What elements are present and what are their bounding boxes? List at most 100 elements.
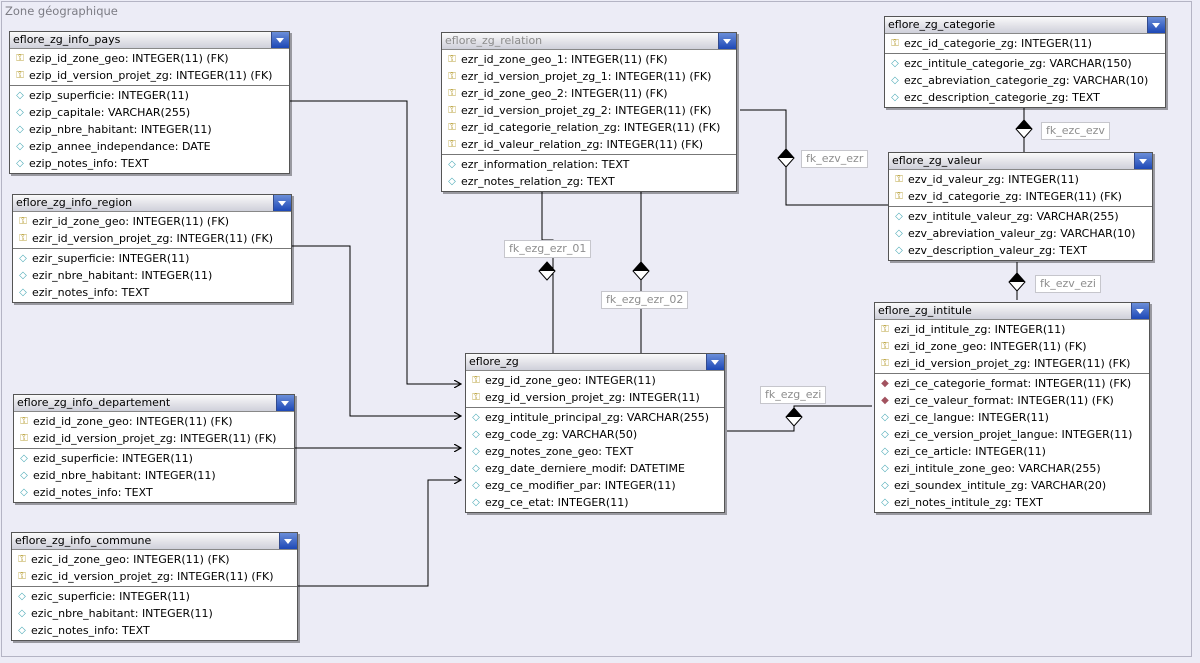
field-row[interactable]: ◇ezc_abreviation_categorie_zg: VARCHAR(1… — [885, 72, 1165, 89]
label-fk-ezg-ezr-02[interactable]: fk_ezg_ezr_02 — [601, 291, 689, 309]
field-row[interactable]: ◇ezid_nbre_habitant: INTEGER(11) — [14, 467, 294, 484]
field-row[interactable]: ⚿ezr_id_version_projet_zg_2: INTEGER(11)… — [442, 102, 736, 119]
field-row[interactable]: ⚿ezr_id_valeur_relation_zg: INTEGER(11) … — [442, 136, 736, 153]
table-title: eflore_zg_valeur — [892, 154, 982, 167]
table-eflore-zg-valeur[interactable]: eflore_zg_valeur ⚿ezv_id_valeur_zg: INTEG… — [888, 152, 1153, 261]
field-row[interactable]: ◇ezi_intitule_zone_geo: VARCHAR(255) — [875, 460, 1149, 477]
field-row[interactable]: ◇ezip_capitale: VARCHAR(255) — [10, 104, 289, 121]
field-row[interactable]: ◇ezg_intitule_principal_zg: VARCHAR(255) — [466, 409, 724, 426]
field-row[interactable]: ⚿ezid_id_zone_geo: INTEGER(11) (FK) — [14, 413, 294, 430]
key-icon: ⚿ — [448, 122, 456, 133]
field-row[interactable]: ⚿ezg_id_zone_geo: INTEGER(11) — [466, 372, 724, 389]
dropdown-arrow-icon[interactable] — [718, 33, 736, 49]
table-header[interactable]: eflore_zg_info_departement — [14, 395, 294, 412]
field-row[interactable]: ⚿ezr_id_categorie_relation_zg: INTEGER(1… — [442, 119, 736, 136]
field-row[interactable]: ◇ezi_soundex_intitule_zg: VARCHAR(20) — [875, 477, 1149, 494]
table-header[interactable]: eflore_zg_info_region — [13, 195, 291, 212]
field-label: ezi_intitule_zone_geo: VARCHAR(255) — [894, 462, 1101, 475]
field-row[interactable]: ⚿ezr_id_zone_geo_1: INTEGER(11) (FK) — [442, 51, 736, 68]
label-fk-ezv-ezr[interactable]: fk_ezv_ezr — [801, 150, 869, 168]
field-label: ezic_id_version_projet_zg: INTEGER(11) (… — [31, 570, 274, 583]
diamond-icon: ◇ — [472, 480, 480, 491]
field-row[interactable]: ◇ezip_notes_info: TEXT — [10, 155, 289, 172]
field-row[interactable]: ⚿ezir_id_zone_geo: INTEGER(11) (FK) — [13, 213, 291, 230]
table-eflore-zg-info-pays[interactable]: eflore_zg_info_pays⚿ezip_id_zone_geo: IN… — [9, 31, 290, 174]
field-row[interactable]: ⚿ezip_id_zone_geo: INTEGER(11) (FK) — [10, 50, 289, 67]
field-row[interactable]: ⚿ezr_id_zone_geo_2: INTEGER(11) (FK) — [442, 85, 736, 102]
field-row[interactable]: ◇ezir_superficie: INTEGER(11) — [13, 250, 291, 267]
dropdown-arrow-icon[interactable] — [279, 533, 297, 549]
key-icon: ⚿ — [20, 433, 28, 444]
field-row[interactable]: ⚿ezir_id_version_projet_zg: INTEGER(11) … — [13, 230, 291, 247]
table-eflore-zg-info-departement[interactable]: eflore_zg_info_departement⚿ezid_id_zone_… — [13, 394, 295, 503]
table-header[interactable]: eflore_zg_info_pays — [10, 32, 289, 49]
field-row[interactable]: ◇ezg_date_derniere_modif: DATETIME — [466, 460, 724, 477]
table-header[interactable]: eflore_zg_intitule — [875, 303, 1149, 320]
dropdown-arrow-icon[interactable] — [273, 195, 291, 211]
field-row[interactable]: ◇ezic_notes_info: TEXT — [12, 622, 297, 639]
field-row[interactable]: ⚿ezg_id_version_projet_zg: INTEGER(11) — [466, 389, 724, 406]
table-eflore-zg-relation[interactable]: eflore_zg_relation⚿ezr_id_zone_geo_1: IN… — [441, 32, 737, 192]
field-row[interactable]: ◇ezic_nbre_habitant: INTEGER(11) — [12, 605, 297, 622]
field-row[interactable]: ◇ezc_description_categorie_zg: TEXT — [885, 89, 1165, 106]
field-row[interactable]: ◇ezid_notes_info: TEXT — [14, 484, 294, 501]
table-eflore-zg-intitule[interactable]: eflore_zg_intitule⚿ezi_id_intitule_zg: I… — [874, 302, 1150, 513]
field-row[interactable]: ◇ezg_code_zg: VARCHAR(50) — [466, 426, 724, 443]
field-row[interactable]: ⚿ezc_id_categorie_zg: INTEGER(11) — [885, 35, 1165, 52]
field-row[interactable]: ⚿ezv_id_valeur_zg: INTEGER(11) — [889, 171, 1152, 188]
field-row[interactable]: ⚿ezi_id_intitule_zg: INTEGER(11) — [875, 321, 1149, 338]
field-row[interactable]: ⚿ezic_id_version_projet_zg: INTEGER(11) … — [12, 568, 297, 585]
dropdown-arrow-icon[interactable] — [1131, 303, 1149, 319]
field-row[interactable]: ◇ezip_superficie: INTEGER(11) — [10, 87, 289, 104]
field-row[interactable]: ◇ezg_ce_etat: INTEGER(11) — [466, 494, 724, 511]
field-row[interactable]: ⚿ezic_id_zone_geo: INTEGER(11) (FK) — [12, 551, 297, 568]
table-eflore-zg[interactable]: eflore_zg⚿ezg_id_zone_geo: INTEGER(11)⚿e… — [465, 353, 725, 513]
field-label: ezg_ce_etat: INTEGER(11) — [485, 496, 629, 509]
field-row[interactable]: ◇ezi_ce_article: INTEGER(11) — [875, 443, 1149, 460]
table-header[interactable]: eflore_zg — [466, 354, 724, 371]
dropdown-arrow-icon[interactable] — [1134, 153, 1152, 169]
field-row[interactable]: ◇ezi_notes_intitule_zg: TEXT — [875, 494, 1149, 511]
table-eflore-zg-categorie[interactable]: eflore_zg_categorie⚿ezc_id_categorie_zg:… — [884, 16, 1166, 108]
field-row[interactable]: ⚿ezid_id_version_projet_zg: INTEGER(11) … — [14, 430, 294, 447]
field-row[interactable]: ◇ezip_nbre_habitant: INTEGER(11) — [10, 121, 289, 138]
field-row[interactable]: ◇ezg_ce_modifier_par: INTEGER(11) — [466, 477, 724, 494]
dropdown-arrow-icon[interactable] — [706, 354, 724, 370]
table-header[interactable]: eflore_zg_valeur — [889, 153, 1152, 170]
field-row[interactable]: ◇ezir_notes_info: TEXT — [13, 284, 291, 301]
label-fk-ezg-ezr-01[interactable]: fk_ezg_ezr_01 — [504, 240, 592, 258]
table-eflore-zg-info-region[interactable]: eflore_zg_info_region⚿ezir_id_zone_geo: … — [12, 194, 292, 303]
dropdown-arrow-icon[interactable] — [271, 32, 289, 48]
field-row[interactable]: ◇ezv_description_valeur_zg: TEXT — [889, 242, 1152, 259]
field-row[interactable]: ◇ezr_notes_relation_zg: TEXT — [442, 173, 736, 190]
table-header[interactable]: eflore_zg_info_commune — [12, 533, 297, 550]
field-row[interactable]: ⚿ezv_id_categorie_zg: INTEGER(11) (FK) — [889, 188, 1152, 205]
table-header[interactable]: eflore_zg_relation — [442, 33, 736, 50]
table-eflore-zg-info-commune[interactable]: eflore_zg_info_commune⚿ezic_id_zone_geo:… — [11, 532, 298, 641]
label-fk-ezg-ezi[interactable]: fk_ezg_ezi — [760, 386, 827, 404]
field-row[interactable]: ◇ezic_superficie: INTEGER(11) — [12, 588, 297, 605]
field-row[interactable]: ◇ezr_information_relation: TEXT — [442, 156, 736, 173]
field-row[interactable]: ◇ezip_annee_independance: DATE — [10, 138, 289, 155]
field-row[interactable]: ⚿ezi_id_version_projet_zg: INTEGER(11) (… — [875, 355, 1149, 372]
attribute-section: ◇ezic_superficie: INTEGER(11)◇ezic_nbre_… — [12, 586, 297, 640]
field-row[interactable]: ◇ezc_intitule_categorie_zg: VARCHAR(150) — [885, 55, 1165, 72]
field-row[interactable]: ◆ezi_ce_categorie_format: INTEGER(11) (F… — [875, 375, 1149, 392]
field-row[interactable]: ⚿ezi_id_zone_geo: INTEGER(11) (FK) — [875, 338, 1149, 355]
field-row[interactable]: ◇ezid_superficie: INTEGER(11) — [14, 450, 294, 467]
field-row[interactable]: ◆ezi_ce_valeur_format: INTEGER(11) (FK) — [875, 392, 1149, 409]
dropdown-arrow-icon[interactable] — [1147, 17, 1165, 33]
field-row[interactable]: ◇ezg_notes_zone_geo: TEXT — [466, 443, 724, 460]
field-row[interactable]: ◇ezi_ce_version_projet_langue: INTEGER(1… — [875, 426, 1149, 443]
dropdown-arrow-icon[interactable] — [276, 395, 294, 411]
table-header[interactable]: eflore_zg_categorie — [885, 17, 1165, 34]
field-row[interactable]: ◇ezv_abreviation_valeur_zg: VARCHAR(10) — [889, 225, 1152, 242]
label-fk-ezc-ezv[interactable]: fk_ezc_ezv — [1041, 122, 1110, 140]
label-fk-ezv-ezi[interactable]: fk_ezv_ezi — [1035, 275, 1101, 293]
diamond-icon: ◇ — [895, 211, 903, 222]
field-row[interactable]: ⚿ezr_id_version_projet_zg_1: INTEGER(11)… — [442, 68, 736, 85]
field-row[interactable]: ◇ezir_nbre_habitant: INTEGER(11) — [13, 267, 291, 284]
field-row[interactable]: ◇ezi_ce_langue: INTEGER(11) — [875, 409, 1149, 426]
field-row[interactable]: ⚿ezip_id_version_projet_zg: INTEGER(11) … — [10, 67, 289, 84]
field-row[interactable]: ◇ezv_intitule_valeur_zg: VARCHAR(255) — [889, 208, 1152, 225]
